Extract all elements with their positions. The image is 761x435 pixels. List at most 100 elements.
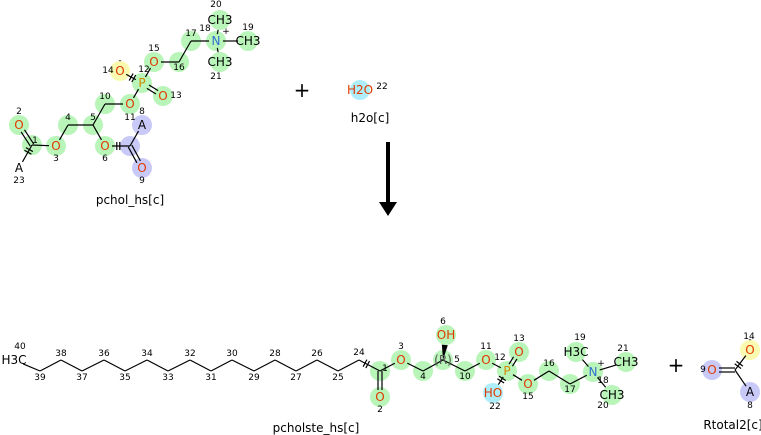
atom-number: 8 [747,401,753,411]
atom-number: 4 [420,372,426,382]
single-bond [582,359,589,368]
atom-highlight [95,136,115,156]
double-bond [20,131,31,147]
single-bond [599,364,617,371]
broken-bond-mark [734,363,742,370]
atom-label: O [481,353,490,367]
atom-label: O [51,139,60,153]
atom-label: CH3 [599,388,624,402]
atom-number: 15 [522,392,533,402]
atom-label: CH3 [207,55,232,69]
atom-label: O [137,161,146,175]
atom-number: 40 [14,342,26,352]
single-bond [734,369,747,387]
atom-number: 10 [99,92,111,102]
atom-highlight [740,340,760,360]
single-bond [81,359,105,372]
charge-label: + [222,27,230,37]
single-bond [146,359,169,372]
atom-number: 23 [13,176,24,186]
atom-label: O [125,97,134,111]
single-bond [31,144,50,147]
single-bond [734,355,747,371]
atom-highlight [153,86,173,106]
atom-number: 25 [332,373,343,383]
atom-label: O [14,118,23,132]
atom-number: 10 [459,372,471,382]
atom-number: 22 [489,402,500,412]
atom-highlight [518,374,538,394]
single-bond [379,362,396,372]
atom-number: 26 [311,349,323,359]
highlights [9,10,258,178]
single-bond [512,374,523,381]
single-bond [92,124,103,141]
atom-number: 2 [377,405,383,415]
atom-highlight [602,385,622,405]
single-bond [92,103,106,126]
atom-highlight [144,52,164,72]
atom-number: 16 [543,359,555,369]
atom-number: 39 [34,373,46,383]
atom-number: 20 [210,0,222,10]
atom-number: 17 [185,29,196,39]
atom-number: 9 [700,365,706,375]
broken-bond-mark [736,360,744,367]
atom-highlight [132,73,152,93]
double-bond [146,87,157,95]
atom-number: 6 [440,317,446,327]
single-bond [548,370,571,385]
double-bond [127,146,138,164]
atom-number: 9 [139,176,145,186]
down-arrow-icon [379,142,397,216]
atom-highlight [483,383,503,403]
atom-highlight [110,61,130,81]
atom-number: 30 [226,349,238,359]
single-bond [316,359,339,372]
highlights [702,340,760,402]
atom-label: (R) [434,353,452,367]
atom-highlight [350,80,370,100]
charge-label: - [118,56,121,66]
single-bond [216,29,219,35]
atom-number: 6 [102,154,108,164]
atom-number: 34 [141,349,153,359]
single-bond [210,359,233,372]
atom-highlight [391,350,411,370]
atom-highlight [132,115,152,135]
atoms: H3C40393837363534333231302928272625241O2… [1,317,638,415]
atom-highlight [210,10,230,30]
atom-highlight [740,382,760,402]
atom-label: P [503,364,510,378]
atom-number: 14 [743,332,755,342]
atom-label: H2O [347,83,373,97]
atom-label: CH3 [207,13,232,27]
atom-number: 37 [76,373,87,383]
atom-label: O [707,363,716,377]
atom-number: 3 [398,342,404,352]
atom-highlight [238,31,258,51]
single-bond [596,377,607,388]
double-bond [511,358,518,367]
atom-number: 13 [170,91,181,101]
atom-label: CH3 [613,355,638,369]
atom-highlight [120,94,140,114]
atom-number: 38 [55,349,67,359]
atom-label: O [100,139,109,153]
broken-bond-mark [362,359,368,367]
single-bond [124,359,148,372]
atom-number: 28 [269,349,281,359]
atom-number: 32 [184,349,195,359]
broken-bond-mark [131,74,137,83]
single-bond [132,88,140,99]
atom-highlight [210,52,230,72]
atom-highlight [509,342,529,362]
single-bond [491,362,502,369]
single-bond [189,359,212,372]
atom-highlight [206,31,226,51]
atom-number: 2 [16,107,22,117]
